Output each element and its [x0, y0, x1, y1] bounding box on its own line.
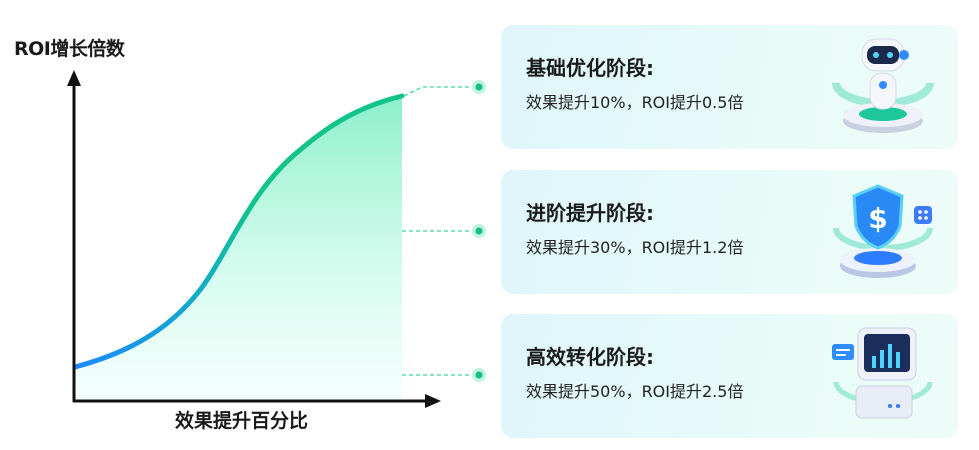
robot-icon — [832, 38, 934, 133]
roi-growth-chart — [67, 70, 486, 408]
x-axis-arrow — [425, 394, 441, 408]
svg-text:$: $ — [868, 202, 887, 235]
y-axis-label: ROI增长倍数 — [14, 38, 125, 60]
growth-curve — [72, 93, 405, 370]
stage-card-efficient: 高效转化阶段: 效果提升50%，ROI提升2.5倍 — [501, 314, 958, 438]
stage-title: 基础优化阶段: — [526, 56, 654, 80]
stage-title: 进阶提升阶段: — [526, 201, 654, 225]
stage-card-basic: 基础优化阶段: 效果提升10%，ROI提升0.5倍 — [501, 25, 958, 149]
stage-desc: 效果提升30%，ROI提升1.2倍 — [526, 238, 744, 257]
stage-title: 高效转化阶段: — [526, 345, 654, 369]
computer-chart-icon — [832, 327, 933, 419]
dollar-shield-icon: $ — [833, 184, 933, 278]
stage-dots — [472, 80, 486, 382]
area-fill — [75, 96, 402, 400]
stage-desc: 效果提升50%，ROI提升2.5倍 — [526, 382, 744, 401]
stage-card-advanced: 进阶提升阶段: 效果提升30%，ROI提升1.2倍 $ — [501, 170, 958, 294]
connectors — [402, 86, 472, 376]
x-axis-label: 效果提升百分比 — [175, 410, 309, 432]
stage-desc: 效果提升10%，ROI提升0.5倍 — [526, 93, 744, 112]
y-axis-arrow — [67, 70, 81, 86]
